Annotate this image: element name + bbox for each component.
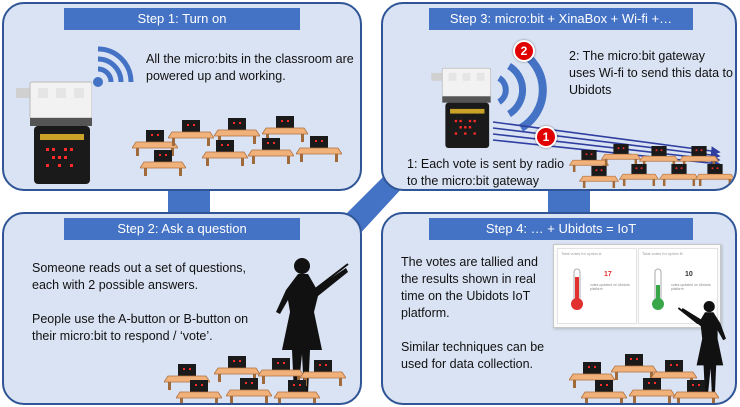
desk-icon bbox=[226, 378, 272, 403]
vote-card-b-title: Total votes for option B bbox=[642, 251, 683, 256]
step1-title: Step 1: Turn on bbox=[64, 8, 300, 30]
desk-icon bbox=[659, 164, 699, 186]
desk-icon bbox=[300, 360, 346, 386]
desk-icon bbox=[581, 380, 627, 403]
badge-wifi: 2 bbox=[513, 40, 535, 62]
desk-icon bbox=[296, 136, 342, 162]
vote-card-a: Total votes for option A 17 votes update… bbox=[557, 248, 637, 324]
desk-icon bbox=[168, 120, 214, 146]
vote-card-b-note: votes updated on Ubidots platform bbox=[671, 283, 711, 291]
microbit-gateway-icon bbox=[431, 67, 491, 148]
ubidots-dashboard: Total votes for option A 17 votes update… bbox=[553, 244, 721, 328]
step3-panel: Step 3: micro:bit + XinaBox + Wi-fi +… 2… bbox=[381, 2, 737, 191]
step2-title: Step 2: Ask a question bbox=[64, 218, 300, 240]
badge-radio: 1 bbox=[535, 126, 557, 148]
vote-card-b-value: 10 bbox=[685, 271, 693, 278]
step4-panel: Step 4: … + Ubidots = IoT The votes are … bbox=[381, 212, 737, 405]
step2-text: Someone reads out a set of questions, ea… bbox=[32, 260, 264, 345]
desk-icon bbox=[611, 354, 657, 380]
desk-icon bbox=[140, 150, 186, 176]
step2-panel: Step 2: Ask a question Someone reads out… bbox=[2, 212, 362, 405]
desk-icon bbox=[176, 380, 222, 403]
desk-icon bbox=[258, 358, 304, 384]
presenter-silhouette-icon bbox=[276, 258, 349, 394]
desk-icon bbox=[274, 380, 320, 403]
step2-text-2: People use the A-button or B-button on t… bbox=[32, 312, 249, 343]
desk-icon bbox=[601, 144, 641, 166]
thermometer-red-icon bbox=[571, 268, 583, 310]
step1-panel: Step 1: Turn on All the micro:bits in th… bbox=[2, 2, 362, 191]
step3-title: Step 3: micro:bit + XinaBox + Wi-fi +… bbox=[429, 8, 693, 30]
step3-wifi-text: 2: The micro:bit gateway uses Wi-fi to s… bbox=[569, 49, 733, 97]
desk-icon bbox=[248, 138, 294, 164]
step2-text-1: Someone reads out a set of questions, ea… bbox=[32, 261, 247, 292]
vote-card-a-title: Total votes for option A bbox=[561, 251, 602, 256]
desk-icon bbox=[579, 166, 619, 188]
step4-text-1: The votes are tallied and the results sh… bbox=[401, 255, 538, 320]
microbit-gateway-icon bbox=[16, 81, 92, 184]
vote-card-b: Total votes for option B 10 votes update… bbox=[638, 248, 718, 324]
desk-icon bbox=[132, 130, 178, 156]
thermometer-green-icon bbox=[652, 268, 664, 310]
wifi-icon bbox=[93, 46, 134, 87]
vote-card-a-value: 17 bbox=[604, 271, 612, 278]
presenter-silhouette-icon bbox=[677, 301, 726, 397]
desk-icon bbox=[695, 164, 735, 186]
step4-text: The votes are tallied and the results sh… bbox=[401, 254, 549, 373]
desk-icon bbox=[629, 378, 675, 403]
step3-radio-text: 1: Each vote is sent by radio to the mic… bbox=[407, 157, 565, 188]
desk-icon bbox=[202, 140, 248, 166]
desk-icon bbox=[673, 380, 719, 403]
step1-text: All the micro:bits in the classroom are … bbox=[146, 52, 354, 83]
desk-icon bbox=[619, 164, 659, 186]
vote-card-a-note: votes updated on Ubidots platform bbox=[590, 283, 630, 291]
step4-title: Step 4: … + Ubidots = IoT bbox=[429, 218, 693, 240]
step4-text-2: Similar techniques can be used for data … bbox=[401, 340, 545, 371]
